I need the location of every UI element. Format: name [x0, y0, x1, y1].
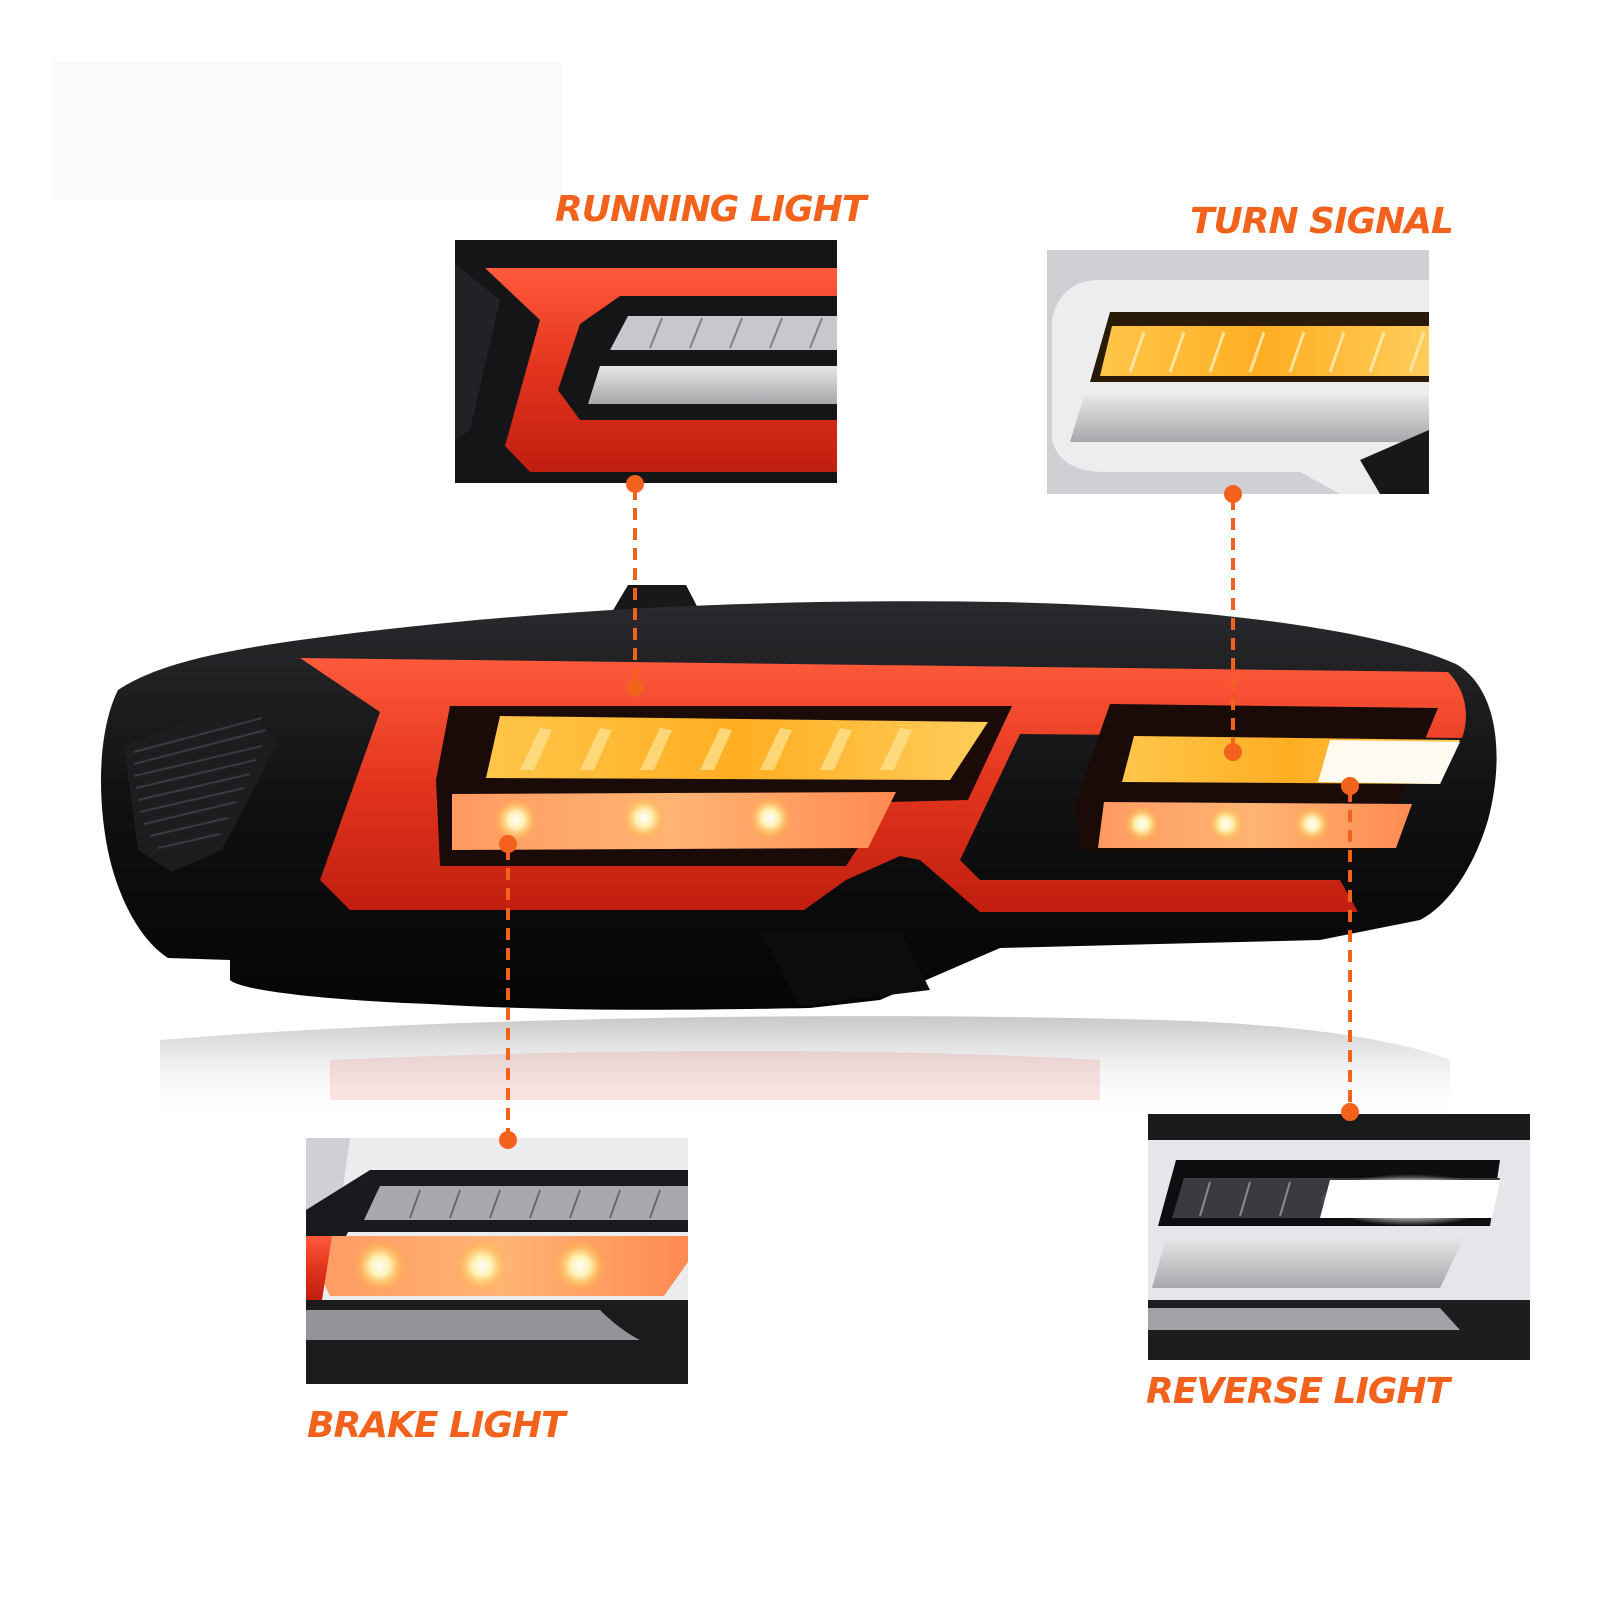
callout-dots — [499, 475, 1359, 1149]
detail-reverse-light — [1148, 1114, 1530, 1360]
reverse-lens — [1318, 740, 1460, 784]
floor-reflection — [160, 1016, 1450, 1120]
detail-running-light — [455, 240, 837, 483]
detail-turn-signal — [1047, 250, 1429, 494]
detail-brake-light — [306, 1138, 688, 1384]
turn-signal-label: TURN SIGNAL — [1190, 201, 1454, 242]
main-tail-light — [100, 585, 1497, 1010]
callout-lines — [506, 488, 1352, 1138]
brake-light-label: BRAKE LIGHT — [307, 1405, 566, 1446]
running-light-label: RUNNING LIGHT — [555, 189, 866, 230]
turn-signal-strip-left — [486, 716, 988, 780]
background-panel — [52, 62, 562, 200]
reverse-light-label: REVERSE LIGHT — [1146, 1371, 1450, 1412]
vent-grille — [124, 702, 278, 872]
